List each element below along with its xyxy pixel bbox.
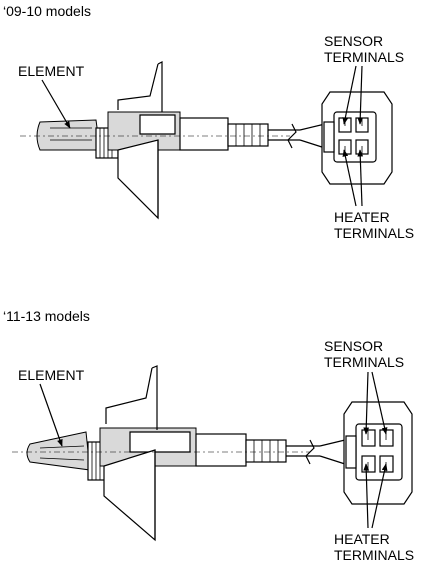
rear-grooves-09-10 xyxy=(235,124,261,146)
rear-grooves-11-13 xyxy=(253,440,279,462)
sensor-terminals-label-09-10-line1: SENSOR xyxy=(324,33,384,49)
heater-terminals-label-09-10-line2: TERMINALS xyxy=(334,225,415,241)
sensor-body-09-10 xyxy=(20,61,326,220)
sensor-terminals-label-09-10-line2: TERMINALS xyxy=(324,49,405,65)
leader-lines-09-10 xyxy=(41,65,364,207)
model-label-09-10: ‘09-10 models xyxy=(3,3,91,19)
heater-terminals-label-11-13-line1: HEATER xyxy=(334,531,390,547)
sensor-body-11-13 xyxy=(12,365,346,542)
heater-terminals-label-09-10-line1: HEATER xyxy=(334,209,390,225)
sensor-terminals-label-11-13-line1: SENSOR xyxy=(324,338,384,354)
leader-lines-11-13 xyxy=(39,371,388,529)
heater-terminals-label-11-13-line2: TERMINALS xyxy=(334,547,415,563)
sensor-terminals-label-11-13-line2: TERMINALS xyxy=(324,354,405,370)
connector-11-13 xyxy=(343,401,413,505)
element-label-11-13: ELEMENT xyxy=(18,367,85,383)
connector-09-10 xyxy=(321,91,393,185)
model-label-11-13: ‘11-13 models xyxy=(3,308,90,324)
element-label-09-10: ELEMENT xyxy=(18,63,85,79)
